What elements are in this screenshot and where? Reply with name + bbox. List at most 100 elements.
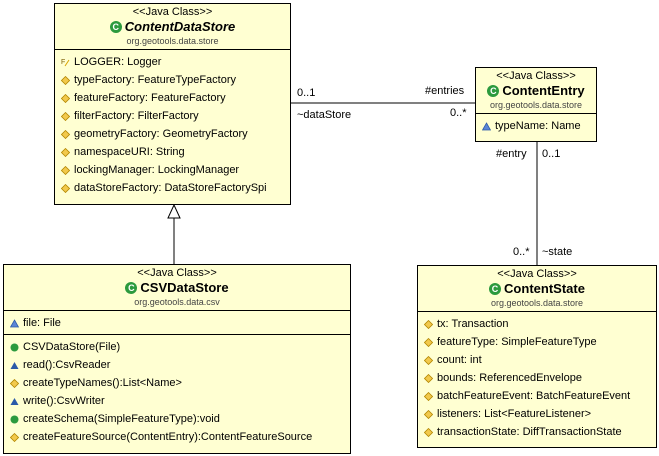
constructor-icon	[10, 343, 19, 352]
field-label: filterFactory: FilterFactory	[74, 110, 199, 122]
methods-section: CSVDataStore(File) read():CsvReader crea…	[4, 335, 350, 448]
class-header: <<Java Class>> C ContentDataStore org.ge…	[55, 4, 290, 50]
method-row[interactable]: createSchema(SimpleFeatureType):void	[4, 410, 350, 428]
field-row[interactable]: tx: Transaction	[418, 315, 656, 333]
field-label: featureFactory: FeatureFactory	[74, 92, 226, 104]
field-row[interactable]: namespaceURI: String	[55, 143, 290, 161]
method-row[interactable]: CSVDataStore(File)	[4, 338, 350, 356]
field-label: lockingManager: LockingManager	[74, 164, 240, 176]
store-entries-role-entries: #entries	[425, 85, 465, 97]
abstract-class-icon: C	[109, 21, 122, 33]
field-row[interactable]: dataStoreFactory: DataStoreFactorySpi	[55, 179, 290, 197]
class-title: C ContentState	[418, 281, 656, 297]
field-row[interactable]: transactionState: DiffTransactionState	[418, 423, 656, 441]
field-row[interactable]: geometryFactory: GeometryFactory	[55, 125, 290, 143]
class-content-state[interactable]: <<Java Class>> C ContentState org.geotoo…	[417, 265, 657, 448]
stereotype-label: <<Java Class>>	[137, 267, 217, 279]
protected-field-icon	[424, 391, 433, 401]
field-label: bounds: ReferencedEnvelope	[437, 372, 582, 384]
class-title: C ContentDataStore	[55, 19, 290, 35]
method-row[interactable]: createTypeNames():List<Name>	[4, 374, 350, 392]
class-content-entry[interactable]: <<Java Class>> C ContentEntry org.geotoo…	[475, 67, 597, 142]
class-name: ContentDataStore	[124, 19, 236, 34]
method-label: createFeatureSource(ContentEntry):Conten…	[23, 431, 313, 443]
stereotype-label: <<Java Class>>	[132, 6, 213, 18]
entry-state-multiplicity-entry: 0..1	[542, 148, 561, 160]
entry-state-role-entry: #entry	[496, 148, 527, 160]
field-label: namespaceURI: String	[74, 146, 185, 158]
field-label: LOGGER: Logger	[74, 56, 162, 68]
field-row[interactable]: count: int	[418, 351, 656, 369]
field-row[interactable]: batchFeatureEvent: BatchFeatureEvent	[418, 387, 656, 405]
class-title: C ContentEntry	[476, 83, 596, 99]
field-row[interactable]: file: File	[4, 314, 350, 332]
protected-field-icon	[61, 75, 70, 85]
field-label: featureType: SimpleFeatureType	[437, 336, 597, 348]
protected-field-icon	[61, 111, 70, 121]
class-icon: C	[489, 283, 502, 295]
class-icon: C	[125, 282, 138, 294]
method-label: write():CsvWriter	[23, 395, 105, 407]
package-method-icon	[10, 361, 19, 370]
store-entries-role-datastore: ~dataStore	[297, 109, 352, 121]
store-entries-multiplicity-store: 0..1	[297, 87, 316, 99]
stereotype-label: <<Java Class>>	[496, 70, 576, 82]
method-label: createSchema(SimpleFeatureType):void	[23, 413, 220, 425]
fields-section: typeName: Name	[476, 114, 596, 137]
field-label: count: int	[437, 354, 482, 366]
field-label: transactionState: DiffTransactionState	[437, 426, 622, 438]
field-row[interactable]: listeners: List<FeatureListener>	[418, 405, 656, 423]
protected-field-icon	[424, 427, 433, 437]
class-title: C CSVDataStore	[4, 280, 350, 296]
field-row[interactable]: F LOGGER: Logger	[55, 53, 290, 71]
method-row[interactable]: read():CsvReader	[4, 356, 350, 374]
protected-field-icon	[424, 355, 433, 365]
field-label: listeners: List<FeatureListener>	[437, 408, 592, 420]
package-name: org.geotools.data.store	[126, 36, 219, 46]
method-label: read():CsvReader	[23, 359, 111, 371]
fields-section: F LOGGER: Logger typeFactory: FeatureTyp…	[55, 50, 290, 199]
fields-section: tx: Transaction featureType: SimpleFeatu…	[418, 312, 656, 443]
package-field-icon	[482, 121, 491, 131]
class-icon: C	[487, 85, 500, 97]
protected-field-icon	[61, 183, 70, 193]
field-row[interactable]: featureType: SimpleFeatureType	[418, 333, 656, 351]
class-header: <<Java Class>> C CSVDataStore org.geotoo…	[4, 265, 350, 311]
class-content-data-store[interactable]: <<Java Class>> C ContentDataStore org.ge…	[54, 3, 291, 205]
fields-section: file: File	[4, 311, 350, 335]
protected-field-icon	[424, 319, 433, 329]
method-row[interactable]: write():CsvWriter	[4, 392, 350, 410]
generalization-arrowhead	[167, 203, 181, 219]
field-row[interactable]: lockingManager: LockingManager	[55, 161, 290, 179]
svg-text:F: F	[61, 59, 65, 66]
field-row[interactable]: typeName: Name	[476, 117, 596, 135]
entry-state-role-state: ~state	[542, 246, 573, 258]
method-row[interactable]: createFeatureSource(ContentEntry):Conten…	[4, 428, 350, 446]
package-name: org.geotools.data.store	[490, 298, 584, 308]
protected-field-icon	[61, 129, 70, 139]
class-name: ContentEntry	[502, 83, 585, 98]
field-label: typeFactory: FeatureTypeFactory	[74, 74, 237, 86]
static-final-field-icon: F	[61, 58, 70, 67]
protected-field-icon	[424, 409, 433, 419]
field-label: batchFeatureEvent: BatchFeatureEvent	[437, 390, 631, 402]
package-method-icon	[10, 397, 19, 406]
class-csv-data-store[interactable]: <<Java Class>> C CSVDataStore org.geotoo…	[3, 264, 351, 454]
field-row[interactable]: filterFactory: FilterFactory	[55, 107, 290, 125]
protected-field-icon	[61, 147, 70, 157]
field-row[interactable]: typeFactory: FeatureTypeFactory	[55, 71, 290, 89]
package-name: org.geotools.data.csv	[134, 297, 220, 307]
field-row[interactable]: bounds: ReferencedEnvelope	[418, 369, 656, 387]
store-entries-multiplicity-entry: 0..*	[450, 107, 467, 119]
field-label: typeName: Name	[495, 120, 581, 132]
class-header: <<Java Class>> C ContentEntry org.geotoo…	[476, 68, 596, 114]
protected-field-icon	[61, 165, 70, 175]
field-label: geometryFactory: GeometryFactory	[74, 128, 248, 140]
field-row[interactable]: featureFactory: FeatureFactory	[55, 89, 290, 107]
protected-field-icon	[61, 93, 70, 103]
package-name: org.geotools.data.store	[489, 100, 583, 110]
protected-field-icon	[424, 337, 433, 347]
protected-method-icon	[10, 432, 19, 442]
protected-field-icon	[424, 373, 433, 383]
